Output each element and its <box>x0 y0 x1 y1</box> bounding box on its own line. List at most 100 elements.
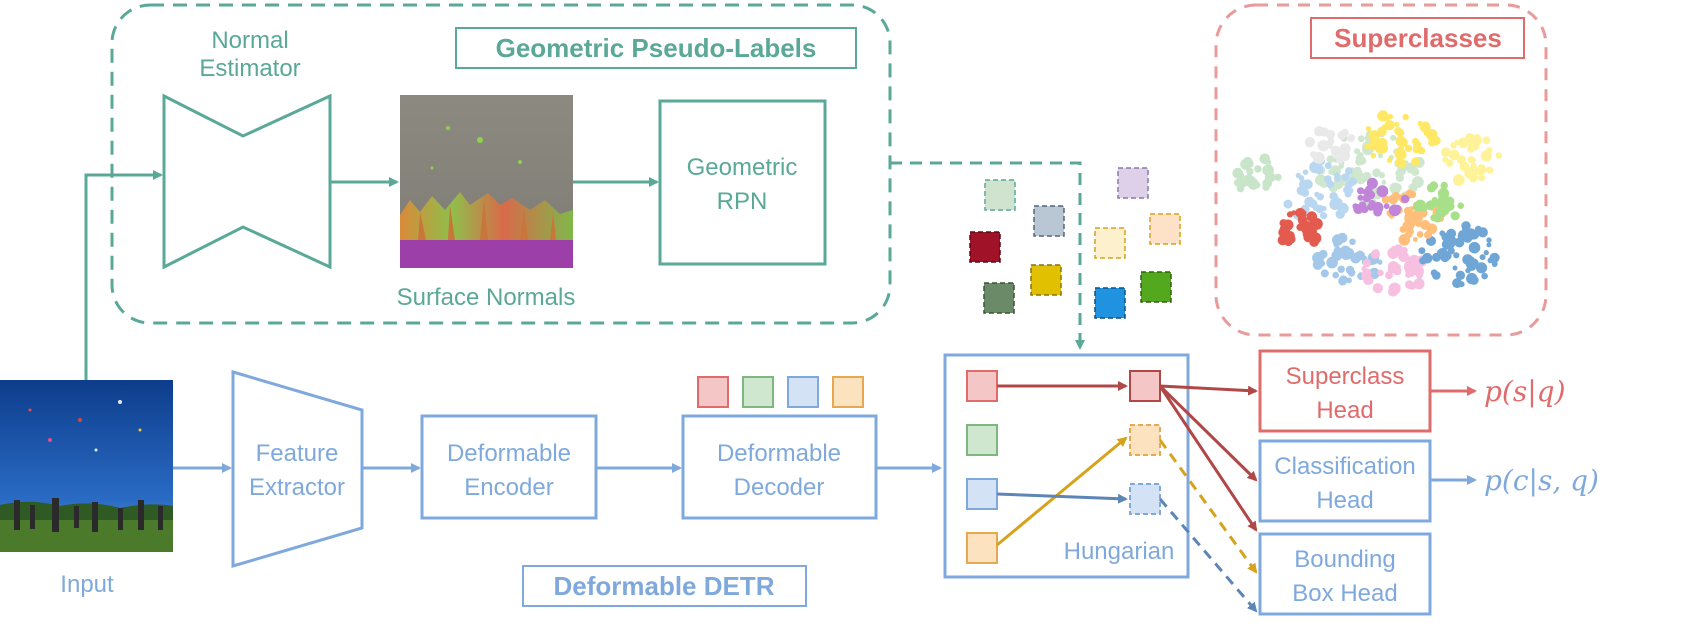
embedding-point <box>1295 172 1302 179</box>
embedding-point <box>1383 203 1390 210</box>
surface-normals-label: Surface Normals <box>397 284 576 311</box>
embedding-point <box>1361 266 1367 272</box>
embedding-point <box>1417 120 1423 126</box>
embedding-point <box>1377 269 1384 277</box>
embedding-point <box>1377 153 1383 159</box>
embedding-point <box>1386 157 1393 164</box>
classification-head-box <box>1258 439 1432 523</box>
embedding-point <box>1395 268 1402 275</box>
embedding-point <box>1314 163 1324 173</box>
gold-target-to-bbox-arrow <box>1158 439 1258 574</box>
embedding-point <box>1432 271 1441 280</box>
embedding-point <box>1296 223 1304 231</box>
embedding-point <box>1411 157 1421 167</box>
embedding-point <box>1285 222 1292 229</box>
embedding-point <box>1412 237 1418 242</box>
superclass-probability: p(s|q) <box>1484 375 1566 408</box>
deformable-decoder-box <box>681 414 878 520</box>
surface-normals-image <box>400 95 573 268</box>
proposal-square <box>983 282 1015 314</box>
embedding-point <box>1482 136 1491 145</box>
embedding-point <box>1453 252 1460 259</box>
embedding-point <box>1463 223 1469 230</box>
embedding-point <box>1296 209 1307 219</box>
embedding-point <box>1345 265 1355 275</box>
embedding-point <box>1440 181 1448 190</box>
embedding-point <box>1418 247 1426 255</box>
query-square <box>966 370 998 402</box>
embedding-point <box>1266 171 1274 179</box>
embedding-point <box>1366 203 1375 211</box>
embedding-point <box>1405 280 1414 289</box>
proposal-square <box>984 179 1016 211</box>
proposal-square <box>1140 271 1172 303</box>
embedding-point <box>1358 135 1365 143</box>
embedding-point <box>1327 137 1335 145</box>
query-square <box>832 376 864 408</box>
embedding-point <box>1313 152 1325 164</box>
embedding-point <box>1473 166 1483 176</box>
embedding-point <box>1329 258 1335 264</box>
embedding-point <box>1246 167 1254 176</box>
embedding-point <box>1259 153 1271 165</box>
embedding-point <box>1466 272 1478 285</box>
embedding-point <box>1339 275 1348 285</box>
embedding-point <box>1420 219 1431 230</box>
embedding-point <box>1341 173 1350 182</box>
embedding-point <box>1334 175 1341 183</box>
embedding-point <box>1364 143 1371 150</box>
embedding-point <box>1308 199 1318 209</box>
embedding-point <box>1454 237 1465 248</box>
pseudo-labels-to-hungarian-arrow <box>890 161 1085 350</box>
query-square <box>966 424 998 456</box>
embedding-point <box>1345 277 1352 284</box>
embedding-point <box>1240 158 1252 170</box>
target-square <box>1129 370 1161 402</box>
embedding-point <box>1320 269 1329 278</box>
target-to-classification-arrow <box>1158 384 1258 482</box>
embedding-point <box>1414 199 1427 212</box>
embedding-point <box>1365 126 1372 132</box>
embedding-point <box>1410 191 1417 197</box>
embedding-point <box>1347 134 1356 142</box>
embedding-point <box>1320 212 1328 220</box>
embedding-point <box>1409 206 1415 212</box>
normal-estimator-shape <box>162 93 332 270</box>
matched-targets <box>1129 370 1161 515</box>
embedding-point <box>1317 140 1330 152</box>
embedding-point <box>1370 249 1380 259</box>
target-to-bbox-arrow <box>1158 385 1258 532</box>
embedding-point <box>1467 156 1475 164</box>
embedding-point <box>1404 144 1413 153</box>
geometric-rpn-box <box>658 99 827 266</box>
proposal-square <box>1030 264 1062 296</box>
embedding-point <box>1312 252 1324 264</box>
embedding-point <box>1481 272 1488 280</box>
embedding-point <box>1330 145 1342 157</box>
query-square <box>787 376 819 408</box>
embedding-point <box>1418 147 1426 155</box>
embedding-point <box>1424 230 1432 239</box>
embedding-point <box>1468 241 1481 254</box>
embedding-point <box>1483 250 1489 256</box>
embedding-point <box>1462 233 1473 243</box>
embedding-point <box>1458 140 1464 146</box>
embedding-point <box>1329 198 1341 210</box>
embedding-point <box>1474 225 1482 233</box>
embedding-point <box>1431 196 1438 203</box>
embedding-point <box>1478 174 1486 182</box>
embedding-point <box>1437 208 1443 214</box>
proposal-square <box>1094 287 1126 319</box>
embedding-point <box>1303 232 1313 243</box>
embedding-point <box>1300 188 1310 197</box>
embedding-point <box>1470 134 1482 146</box>
embedding-point <box>1459 157 1465 164</box>
embedding-point <box>1394 121 1400 127</box>
embedding-point <box>1395 264 1401 270</box>
embedding-point <box>1450 211 1460 221</box>
embedding-point <box>1410 185 1418 192</box>
